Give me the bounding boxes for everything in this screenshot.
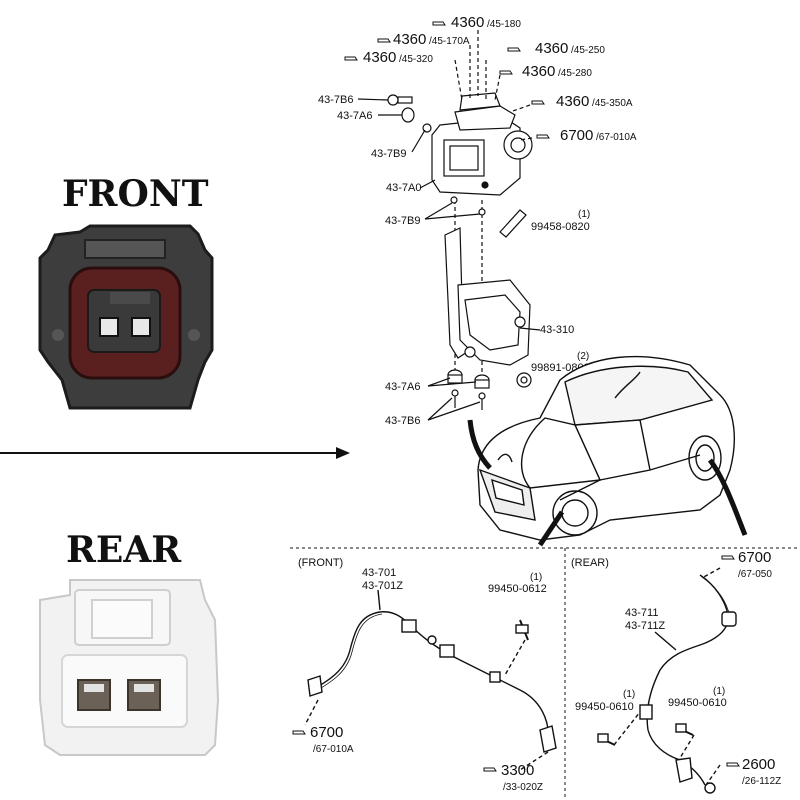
ref-3300-33-020z: 3300 /33-020Z xyxy=(483,762,543,793)
ref-6700-67-010a-front: 6700 /67-010A xyxy=(292,724,354,755)
part-43-7b6-bot: 43-7B6 xyxy=(385,415,420,427)
ref-6700-67-010a-top: 6700 /67-010A xyxy=(560,127,637,144)
part-99450-0610-a: 99450-0610 xyxy=(575,701,634,713)
svg-text:6700: 6700 xyxy=(560,127,593,144)
part-43-310: 43-310 xyxy=(540,324,574,336)
part-99450-0610-b: 99450-0610 xyxy=(668,697,727,709)
svg-text:/67-010A: /67-010A xyxy=(596,132,637,143)
ref-6700-67-050: 6700 /67-050 xyxy=(721,549,772,580)
svg-text:4360: 4360 xyxy=(451,14,484,31)
svg-text:4360: 4360 xyxy=(393,31,426,48)
part-99458-qty: (1) xyxy=(578,209,590,220)
part-43-701: 43-701 xyxy=(362,567,396,579)
svg-text:/45-170A: /45-170A xyxy=(429,36,470,47)
svg-text:6700: 6700 xyxy=(738,549,771,566)
ref-4360-45-320: 4360 /45-320 xyxy=(363,49,433,66)
part-99450-0612: 99450-0612 xyxy=(488,583,547,595)
ref-4360-45-350a: 4360 /45-350A xyxy=(556,93,633,110)
part-99450-0610-b-qty: (1) xyxy=(713,686,725,697)
svg-text:/45-180: /45-180 xyxy=(487,19,521,30)
part-43-7a6-top: 43-7A6 xyxy=(337,110,372,122)
part-99458-0820: 99458-0820 xyxy=(531,221,590,233)
part-99450-0612-qty: (1) xyxy=(530,572,542,583)
svg-text:/26-112Z: /26-112Z xyxy=(742,776,781,787)
ref-4360-45-180: 4360 /45-180 xyxy=(451,14,521,31)
svg-text:/45-250: /45-250 xyxy=(571,45,605,56)
svg-text:3300: 3300 xyxy=(501,762,534,779)
part-43-7a0: 43-7A0 xyxy=(386,182,421,194)
svg-text:2600: 2600 xyxy=(742,756,775,773)
part-99891-qty: (2) xyxy=(577,351,589,362)
ref-2600-26-112z: 2600 /26-112Z xyxy=(726,756,781,787)
ref-4360-45-250: 4360 /45-250 xyxy=(535,40,605,57)
part-43-711z: 43-711Z xyxy=(625,620,665,632)
rear-section-label: (REAR) xyxy=(571,557,609,569)
svg-text:4360: 4360 xyxy=(363,49,396,66)
rear-wheel-speed-sensor xyxy=(597,567,737,794)
part-43-701z: 43-701Z xyxy=(362,580,403,592)
pointer-arrow xyxy=(0,447,350,459)
ref-4360-45-280: 4360 /45-280 xyxy=(522,63,592,80)
front-wheel-speed-sensor xyxy=(304,589,557,771)
part-43-7b9-top: 43-7B9 xyxy=(371,148,406,160)
svg-text:/33-020Z: /33-020Z xyxy=(503,782,543,793)
part-43-711: 43-711 xyxy=(625,607,658,619)
svg-text:/67-010A: /67-010A xyxy=(313,744,354,755)
front-heading: FRONT xyxy=(62,173,209,215)
front-section-label: (FRONT) xyxy=(298,557,343,569)
part-43-7b6-top: 43-7B6 xyxy=(318,94,353,106)
svg-text:/45-350A: /45-350A xyxy=(592,98,633,109)
part-43-7a6-bot: 43-7A6 xyxy=(385,381,420,393)
part-99450-0610-a-qty: (1) xyxy=(623,689,635,700)
rear-connector-image xyxy=(39,579,220,756)
rear-heading: REAR xyxy=(66,529,182,571)
svg-text:6700: 6700 xyxy=(310,724,343,741)
svg-text:4360: 4360 xyxy=(522,63,555,80)
svg-text:4360: 4360 xyxy=(556,93,589,110)
front-connector-image xyxy=(38,224,214,410)
car-illustration xyxy=(467,355,748,547)
section-divider xyxy=(290,547,800,800)
svg-text:4360: 4360 xyxy=(535,40,568,57)
abs-module-drawing xyxy=(357,30,541,421)
part-43-7b9-mid: 43-7B9 xyxy=(385,215,420,227)
svg-text:/45-320: /45-320 xyxy=(399,54,433,65)
reference-hand-icons xyxy=(344,21,550,139)
svg-text:/45-280: /45-280 xyxy=(558,68,592,79)
ref-4360-45-170a: 4360 /45-170A xyxy=(393,31,470,48)
svg-text:/67-050: /67-050 xyxy=(738,569,772,580)
